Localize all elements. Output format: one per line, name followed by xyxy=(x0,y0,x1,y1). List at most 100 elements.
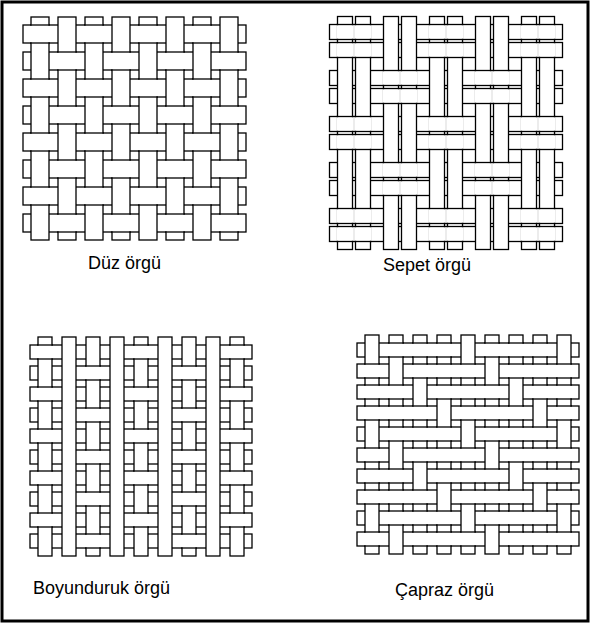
weft-edge xyxy=(508,510,524,511)
warp-strip xyxy=(182,337,196,556)
weft-edge xyxy=(388,503,404,504)
warp-strip xyxy=(540,17,555,250)
weft-edge xyxy=(337,116,354,117)
weft-crossing xyxy=(85,409,101,422)
weft-edge xyxy=(337,134,354,135)
warp-strip xyxy=(448,17,463,250)
weft-edge xyxy=(484,440,500,441)
weft-crossing xyxy=(436,533,452,546)
weft-crossing xyxy=(37,472,53,485)
warp-strip xyxy=(461,335,475,554)
weft-edge xyxy=(111,177,131,178)
weft-crossing xyxy=(447,227,464,241)
warp-strip xyxy=(389,335,403,554)
weft-edge xyxy=(532,342,548,343)
weft-crossing xyxy=(556,365,572,378)
weft-edge xyxy=(556,405,572,406)
weft-edge xyxy=(447,208,464,209)
weft-edge xyxy=(436,531,452,532)
weft-edge xyxy=(229,428,245,429)
weft-edge xyxy=(30,42,50,43)
weft-edge xyxy=(337,42,354,43)
weft-edge xyxy=(475,85,492,86)
weft-edge xyxy=(133,386,149,387)
weft-edge xyxy=(355,223,372,224)
weft-crossing xyxy=(388,512,404,525)
weft-edge xyxy=(556,398,572,399)
weft-edge xyxy=(355,208,372,209)
weft-crossing xyxy=(412,533,428,546)
weft-crossing xyxy=(133,514,149,527)
weft-edge xyxy=(355,241,372,242)
warp-strip xyxy=(509,335,523,554)
weave-caption: Boyunduruk örgü xyxy=(31,578,172,599)
weft-edge xyxy=(508,503,524,504)
weft-crossing xyxy=(429,25,446,39)
weft-crossing xyxy=(436,470,452,483)
weft-edge xyxy=(556,461,572,462)
weft-crossing xyxy=(539,135,556,149)
weft-crossing xyxy=(539,117,556,131)
weft-edge xyxy=(429,42,446,43)
weft-edge xyxy=(436,440,452,441)
weft-crossing xyxy=(181,367,197,380)
weft-crossing xyxy=(57,53,77,70)
weft-crossing xyxy=(475,89,492,103)
weft-edge xyxy=(508,356,524,357)
weft-edge xyxy=(388,384,404,385)
weft-edge xyxy=(219,51,239,52)
weft-crossing xyxy=(30,134,50,151)
weft-crossing xyxy=(412,407,428,420)
weft-edge xyxy=(181,449,197,450)
weft-edge xyxy=(85,449,101,450)
weft-edge xyxy=(532,461,548,462)
weft-edge xyxy=(484,426,500,427)
weft-crossing xyxy=(460,470,476,483)
weft-edge xyxy=(436,398,452,399)
weft-crossing xyxy=(30,188,50,205)
weft-strip xyxy=(23,52,246,70)
weft-crossing xyxy=(85,493,101,506)
weft-crossing xyxy=(383,181,400,195)
weft-crossing xyxy=(508,491,524,504)
weft-edge xyxy=(447,226,464,227)
warp-strip xyxy=(193,17,211,240)
weft-crossing xyxy=(84,188,104,205)
weft-crossing xyxy=(388,386,404,399)
weft-edge xyxy=(521,226,538,227)
warp-strip xyxy=(338,17,353,250)
weft-crossing xyxy=(460,407,476,420)
weft-edge xyxy=(388,419,404,420)
warp-strip xyxy=(476,17,491,250)
weft-edge xyxy=(364,468,380,469)
warp-strip xyxy=(166,17,184,240)
warp-strip xyxy=(430,17,445,250)
weft-crossing xyxy=(165,215,185,232)
weft-edge xyxy=(556,489,572,490)
weft-crossing xyxy=(229,388,245,401)
weft-edge xyxy=(229,470,245,471)
weft-crossing xyxy=(556,533,572,546)
weft-edge xyxy=(429,223,446,224)
weft-edge xyxy=(181,421,197,422)
weft-crossing xyxy=(181,535,197,548)
weft-edge xyxy=(355,57,372,58)
weft-edge xyxy=(337,57,354,58)
weft-crossing xyxy=(436,365,452,378)
weft-crossing xyxy=(412,512,428,525)
weft-edge xyxy=(556,531,572,532)
weft-edge xyxy=(508,405,524,406)
weft-crossing xyxy=(447,43,464,57)
weft-edge xyxy=(219,177,239,178)
weft-edge xyxy=(355,24,372,25)
weft-crossing xyxy=(436,344,452,357)
weft-crossing xyxy=(539,209,556,223)
weft-edge xyxy=(337,241,354,242)
weft-edge xyxy=(138,132,158,133)
warp-strip xyxy=(86,337,100,556)
weft-crossing xyxy=(355,25,372,39)
weft-crossing xyxy=(383,89,400,103)
weft-edge xyxy=(37,526,53,527)
weft-edge xyxy=(111,123,131,124)
weft-edge xyxy=(460,384,476,385)
